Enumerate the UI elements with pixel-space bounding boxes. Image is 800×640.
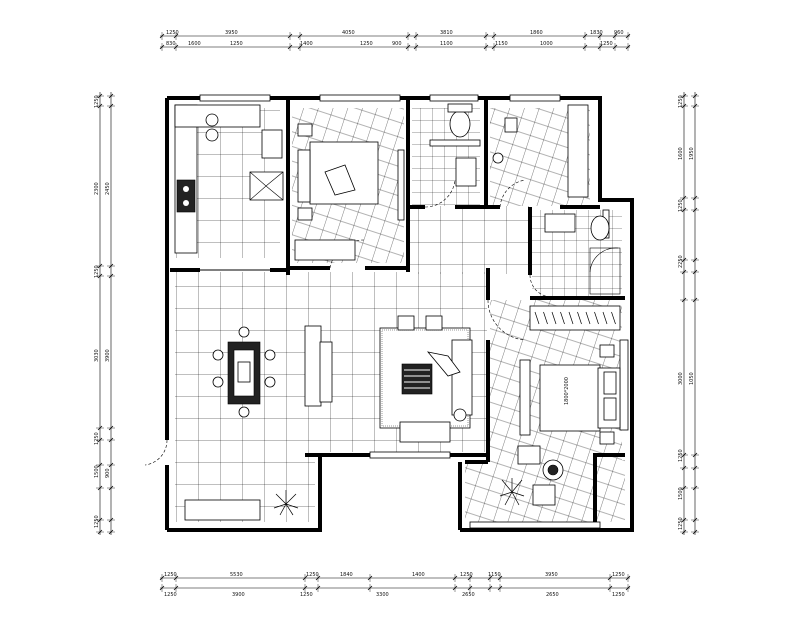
bottom-dimension-lines: 1250 5530 1250 1840 1400 1250 1150 3950 … [159,572,631,598]
bathroom-1-fixtures [429,103,481,187]
right-dim-5: 3000 [678,372,684,385]
bottom-dim-8: 3950 [545,572,558,578]
bottom-dim-4: 1840 [340,572,353,578]
top-dim-4: 3810 [440,30,453,36]
top-dim-15: 1150 [495,41,508,47]
top-dim-8: 830 [166,41,176,47]
living-room-furniture [304,315,473,443]
master-balcony-furniture [499,445,564,506]
left-dim-10: 900 [105,468,111,478]
top-dim-9: 1600 [188,41,201,47]
top-dim-7: 960 [614,30,624,36]
left-dim-5: 1250 [94,432,100,445]
left-dim-4: 3030 [94,349,100,362]
wardrobe-hanger [602,311,608,325]
bedroom-3-furniture [492,104,589,198]
left-dim-7: 1250 [94,515,100,528]
west-balcony-furniture [273,490,299,516]
left-dim-9: 3900 [105,349,111,362]
top-dim-6: 1830 [590,30,603,36]
left-dim-6: 1500 [94,465,100,478]
right-dim-1: 1250 [678,95,684,108]
master-bedroom-furniture: 1800*2000 [519,305,621,445]
top-dim-13: 900 [392,41,402,47]
bottom-dim-11: 3900 [232,592,245,598]
bottom-dim-6: 1250 [460,572,473,578]
top-dim-3: 4050 [342,30,355,36]
bottom-dim-2: 5530 [230,572,243,578]
right-dim-8: 1250 [678,517,684,530]
top-dim-16: 1000 [540,41,553,47]
bottom-dim-15: 2650 [546,592,559,598]
top-dim-2: 3950 [225,30,238,36]
left-dim-8: 2450 [105,182,111,195]
left-dimension-lines: 1250 2300 1250 3030 1250 1500 1250 2450 … [94,92,115,535]
wardrobe-hanger [551,311,557,325]
wardrobe-hanger [577,311,582,325]
wardrobe-hanger [611,311,616,325]
bottom-dim-9: 1250 [612,572,625,578]
bottom-dim-13: 3300 [376,592,389,598]
wardrobe-hanger [534,311,540,325]
bottom-dim-7: 1150 [488,572,501,578]
bedroom-2-furniture [294,123,405,261]
bottom-dim-14: 2650 [462,592,475,598]
top-dim-12: 1250 [360,41,373,47]
right-dim-2: 1600 [678,147,684,160]
top-dim-10: 1250 [230,41,243,47]
corridor-floor [410,206,530,274]
left-dim-3: 1250 [94,265,100,278]
plant-icon [273,490,299,516]
right-dim-6: 1250 [678,449,684,462]
bathroom-2-fixtures [544,213,621,295]
bed-size-label: 1800*2000 [564,377,570,405]
left-dim-1: 1250 [94,95,100,108]
right-dim-4: 2250 [678,255,684,268]
walls [165,96,634,532]
wardrobe-hanger [594,311,599,325]
kitchen-fixtures [174,104,284,254]
dining-table-set [212,326,276,418]
wardrobe-hanger [560,311,565,325]
wardrobe-hanger [543,311,548,325]
bottom-dim-16: 1250 [612,592,625,598]
right-dim-10: 1050 [689,372,695,385]
top-dim-11: 1400 [300,41,313,47]
right-dimension-lines: 1250 1600 1250 2250 3000 1250 1500 1250 … [678,92,699,535]
door-swings [144,179,553,466]
left-dim-2: 2300 [94,182,100,195]
top-dim-1: 1250 [166,30,179,36]
bottom-dim-5: 1400 [412,572,425,578]
right-dim-7: 1500 [678,487,684,500]
plant-icon [499,478,525,506]
right-dim-3: 1250 [678,199,684,212]
bottom-dim-10: 1250 [164,592,177,598]
top-dim-14: 1100 [440,41,453,47]
bottom-dim-12: 1250 [300,592,313,598]
bottom-dim-3: 1250 [306,572,319,578]
wardrobe-hanger [585,311,591,325]
top-dimension-lines: 1250 3950 4050 3810 1860 1830 960 830 16… [159,30,631,51]
bottom-dim-1: 1250 [164,572,177,578]
top-dim-17: 1250 [600,41,613,47]
right-dim-9: 1950 [689,147,695,160]
wardrobe-hanger [568,311,574,325]
top-dim-5: 1860 [530,30,543,36]
